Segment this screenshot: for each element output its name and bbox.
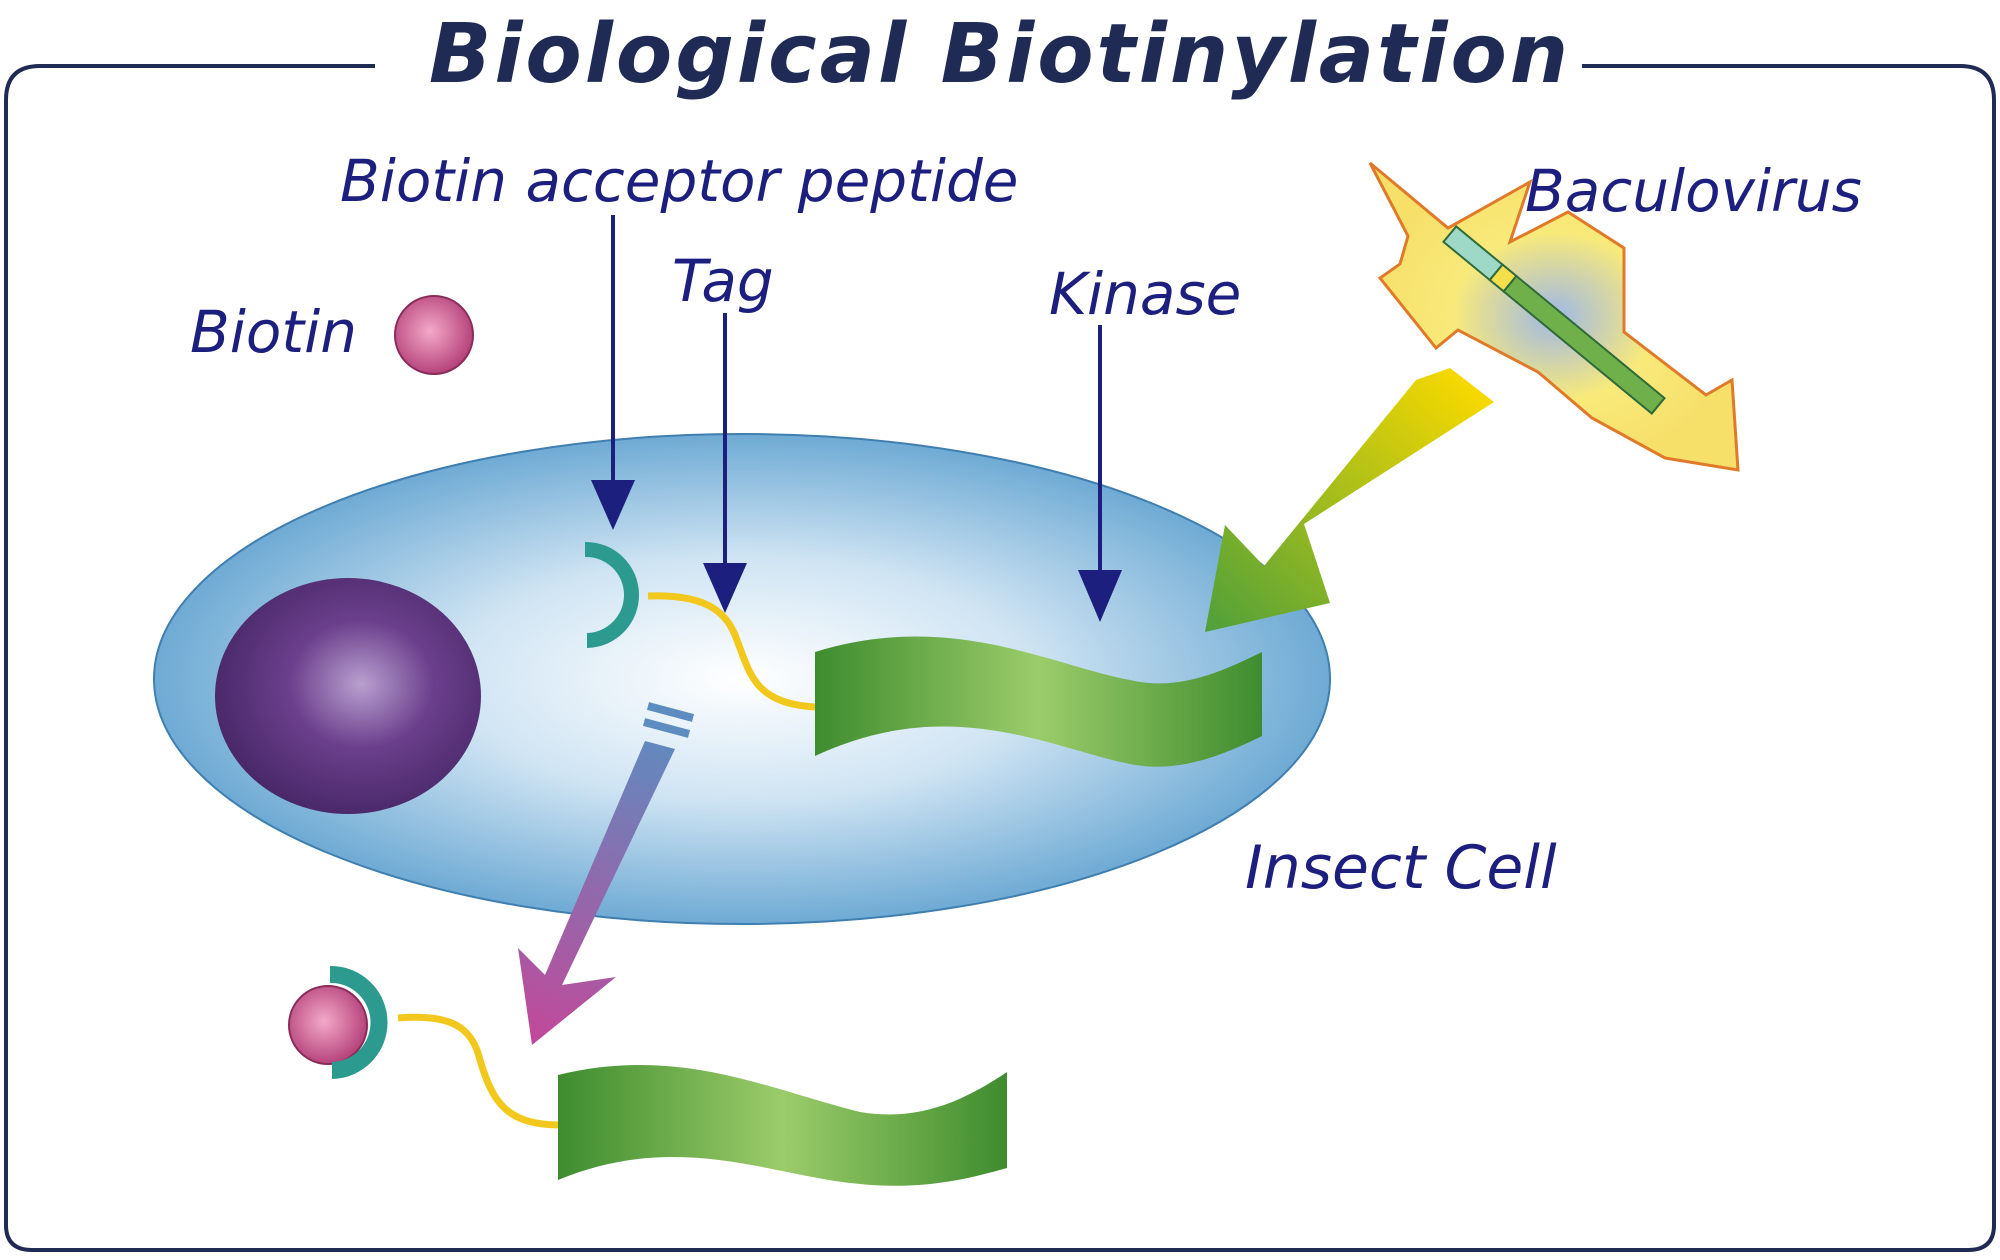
label-biotin: Biotin — [190, 298, 358, 366]
infection-arrow — [1205, 368, 1494, 632]
label-biotin-acceptor-peptide: Biotin acceptor peptide — [340, 147, 1019, 215]
label-insect-cell: Insect Cell — [1245, 833, 1557, 903]
kinase-pointer-arrow — [1078, 325, 1122, 622]
label-kinase: Kinase — [1049, 260, 1242, 328]
product-tag-linker — [397, 1013, 561, 1129]
insect-cell — [153, 433, 1331, 925]
peptide-pointer-arrow — [591, 215, 635, 530]
product-acceptor-peptide — [330, 965, 388, 1079]
tag-pointer-arrow — [703, 313, 747, 613]
nucleus — [215, 578, 481, 814]
label-baculovirus: Baculovirus — [1525, 157, 1862, 225]
kinase-ribbon — [815, 636, 1262, 767]
export-arrow — [518, 702, 695, 1045]
biotin-molecule — [394, 295, 474, 375]
diagram-title: Biological Biotinylation — [428, 7, 1572, 102]
acceptor-peptide — [585, 541, 640, 648]
label-tag: Tag — [672, 247, 774, 315]
tag-linker — [647, 592, 816, 711]
bound-biotin — [288, 985, 368, 1065]
frame-border — [3, 64, 1996, 1252]
product-kinase-ribbon — [558, 1065, 1007, 1186]
baculovirus — [1368, 161, 1740, 472]
